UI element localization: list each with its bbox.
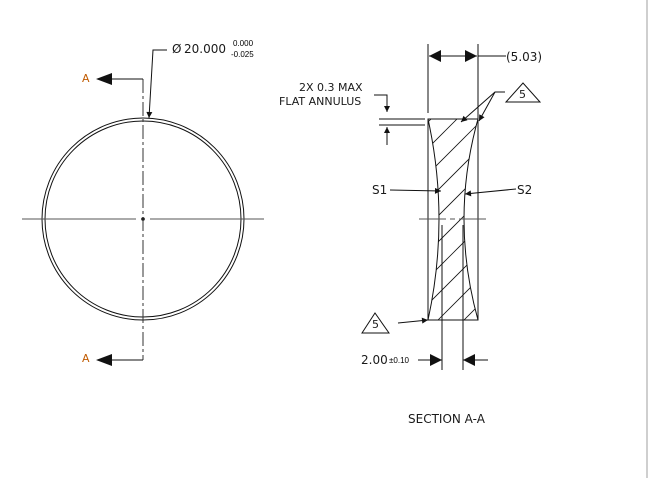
diameter-tolerance-upper: 0.000 (233, 39, 254, 48)
s1-leader (389, 187, 442, 194)
section-caption: SECTION A-A (408, 412, 485, 426)
section-hatch (428, 119, 478, 320)
diameter-symbol: Ø (172, 42, 182, 56)
note-flag-bottom-triangle (361, 312, 390, 334)
front-view (22, 49, 264, 366)
flat-annulus-note-line1: 2X 0.3 MAX (299, 81, 363, 94)
surface-s2-label: S2 (517, 183, 533, 197)
diameter-tolerance-lower: -0.025 (231, 50, 254, 59)
diameter-leader (146, 49, 167, 119)
note-flag-bottom-number: 5 (372, 318, 379, 331)
overall-thickness-reference: (5.03) (506, 50, 543, 64)
section-arrow-top-head (96, 73, 112, 85)
s2-leader (464, 188, 517, 197)
section-marker-bottom-letter: A (82, 352, 90, 365)
note-flag-top-leader-b (478, 91, 496, 122)
center-thickness-value: 2.00 (361, 353, 388, 367)
surface-s1-label: S1 (372, 183, 388, 197)
flat-annulus-note-line2: FLAT ANNULUS (279, 95, 362, 108)
note-flag-bottom-leader (397, 317, 429, 324)
center-thickness-tolerance: ±0.10 (389, 356, 409, 365)
note-flag-top-leader-a (460, 91, 505, 123)
viewport-right-border (646, 0, 648, 478)
note-flag-top-triangle (504, 82, 542, 103)
flat-annulus-leader (374, 94, 390, 112)
section-arrow-bottom-head (96, 354, 112, 366)
diameter-value: 20.000 (184, 42, 226, 56)
note-flag-top-number: 5 (519, 88, 526, 101)
section-marker-top-letter: A (82, 72, 90, 85)
section-view (361, 44, 542, 370)
